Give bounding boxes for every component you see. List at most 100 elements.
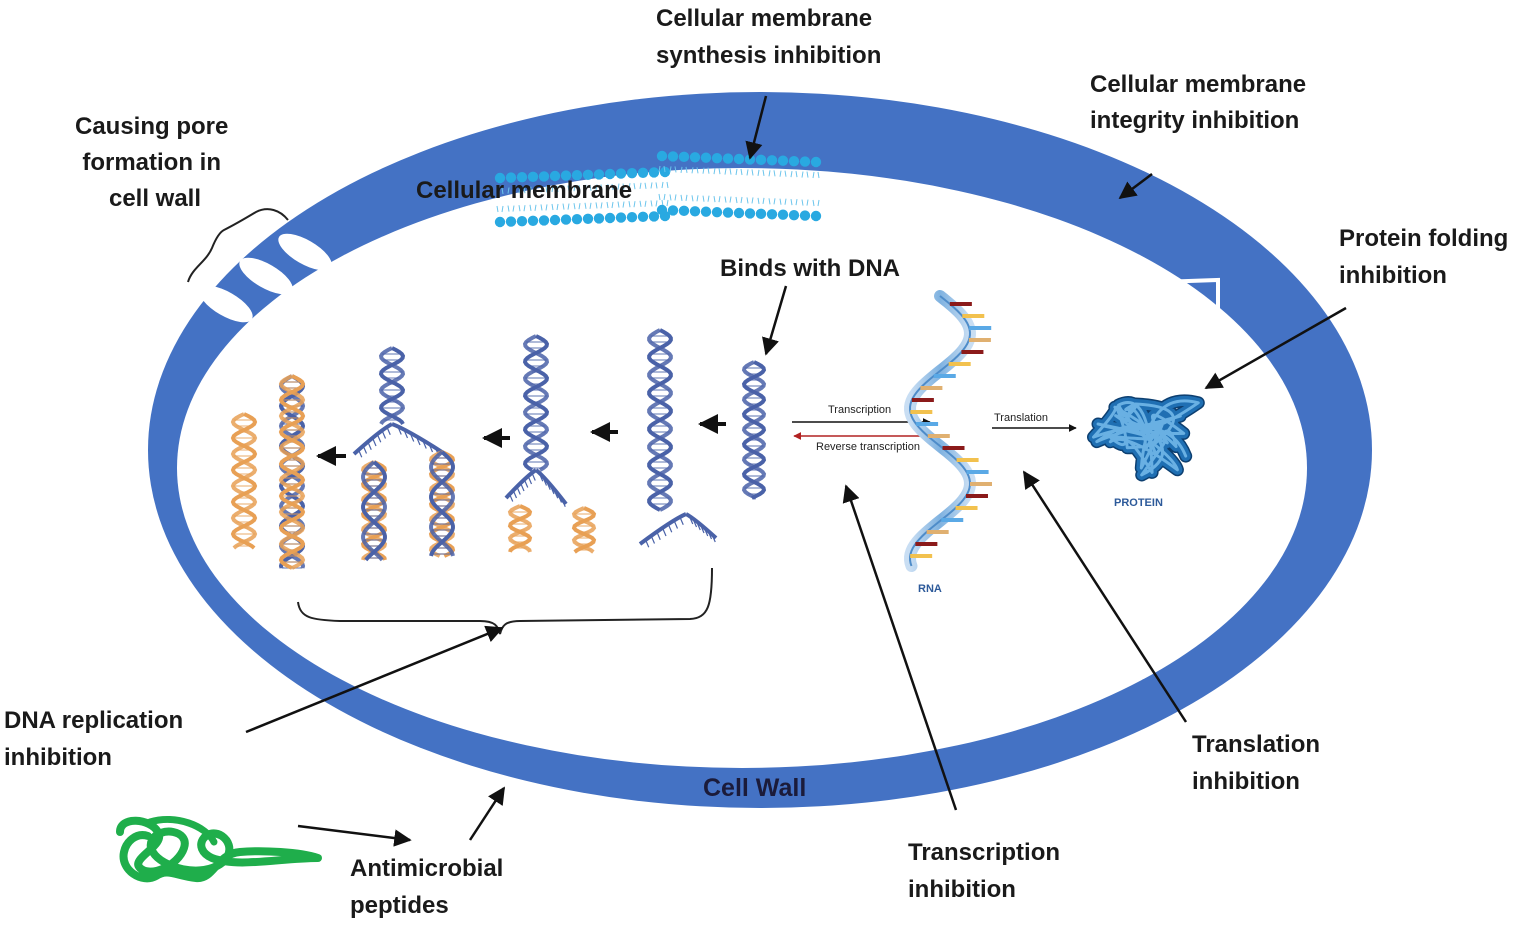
lipid-head [656, 204, 668, 216]
lipid-tail [556, 203, 559, 211]
lipid-tail [757, 197, 760, 204]
dna-fork-tick [704, 528, 709, 537]
dna-fork-arm [638, 512, 687, 546]
lipid-tail [567, 203, 570, 210]
lipid-tail [762, 197, 765, 204]
lipid-tail [696, 195, 699, 202]
dna-fork-tick [416, 437, 421, 446]
dna-backbone [428, 450, 456, 558]
label-transcription-inhibition: Transcription inhibition [908, 839, 1067, 903]
wall-pores [199, 233, 332, 323]
lipid-tail [584, 202, 587, 209]
lipid-tail [507, 205, 510, 212]
lipid-tail [573, 185, 576, 192]
lipid-head [810, 156, 822, 168]
lipid-head [744, 208, 756, 219]
lipid-tail [617, 183, 620, 190]
transcription-arrows: Transcription Reverse transcription [792, 404, 931, 453]
dna-backbone [571, 506, 597, 554]
lipid-head [656, 150, 668, 162]
lipid-tail [806, 199, 809, 206]
dna-fork-tick [386, 427, 391, 435]
lipid-tail [606, 201, 609, 209]
lipid-tail [740, 196, 743, 204]
dna-fork-tick [662, 528, 667, 537]
dna-fork-tick [377, 435, 382, 443]
lipid-head [571, 170, 583, 181]
dna-fork-tick [557, 495, 563, 503]
lipid-tail [779, 198, 782, 205]
label-membrane-integrity: Cellular membrane integrity inhibition [1090, 71, 1313, 134]
lipid-tail [768, 198, 771, 205]
lipid-tail [724, 168, 727, 175]
lipid-head [615, 168, 627, 179]
dna-fork-tick [542, 478, 548, 486]
dna-fork-tick [656, 532, 661, 540]
replication-step-arrows [316, 414, 726, 466]
dna-fork-tick [696, 522, 701, 531]
label-cell-wall: Cell Wall [703, 774, 806, 802]
dna-fork-arm [352, 422, 393, 456]
lipid-tail [674, 194, 677, 201]
lipid-tail [658, 193, 661, 201]
lipid-tail [713, 196, 716, 203]
lipid-tail [795, 199, 798, 206]
lipid-head [711, 206, 723, 218]
lipid-tail [680, 166, 683, 173]
lipid-tail [666, 181, 669, 189]
dna-backbone [428, 450, 456, 558]
dna-fork-tick [367, 442, 372, 450]
dna-fork-tick [397, 427, 402, 435]
arrow-dna-replication [245, 625, 504, 734]
lipid-tail [795, 171, 798, 178]
lipid-head [560, 214, 572, 225]
lipid-head [733, 153, 745, 165]
lipid-tail [817, 171, 820, 179]
lipid-tail [773, 198, 776, 205]
dna-fork-tick [403, 430, 409, 439]
lipid-tail [729, 168, 732, 175]
lipid-tail [718, 196, 721, 203]
label-translation-inhibition: Translation inhibition [1192, 731, 1327, 795]
label-pore-formation: Causing pore formation in cell wall [75, 113, 235, 212]
antimicrobial-peptide-icon [116, 815, 322, 883]
dna-backbone [378, 346, 406, 425]
lipid-head [582, 213, 594, 224]
lipid-tail [784, 198, 787, 205]
lipid-head [593, 213, 605, 224]
lipid-tail [556, 185, 559, 193]
lipid-head [615, 212, 627, 223]
lipid-head [678, 151, 690, 163]
lipid-tail [529, 204, 532, 211]
arrow-peptide-to-wall [468, 786, 506, 841]
lipid-head [648, 211, 660, 222]
lipid-tail [545, 204, 548, 211]
lipid-head [799, 156, 811, 167]
lipid-head [722, 207, 734, 218]
transcription-text: Transcription [828, 404, 891, 416]
protein-text: PROTEIN [1114, 497, 1163, 509]
lipid-tail [512, 205, 515, 212]
dna-backbone [507, 504, 533, 553]
arrow-membrane-integrity [1118, 173, 1153, 200]
arrow-translation [1022, 470, 1188, 723]
lipid-tail [628, 183, 631, 190]
lipid-tail [545, 186, 548, 193]
lipid-tail [578, 185, 581, 192]
lipid-head [722, 153, 734, 164]
dna-backbone [230, 412, 258, 550]
lipid-tail [680, 194, 683, 201]
dna-fork-tick [372, 438, 377, 447]
lipid-tail [801, 199, 804, 206]
lipid-tail [655, 182, 658, 189]
reverse-transcription-text: Reverse transcription [816, 441, 920, 453]
lipid-tail [540, 186, 543, 193]
lipid-tail [702, 167, 705, 174]
lipid-tail [751, 197, 754, 204]
lipid-head [626, 212, 638, 223]
rna-backbone-edge [909, 295, 971, 567]
dna-fork-tick [539, 474, 544, 482]
lipid-tail [751, 169, 754, 176]
lipid-tail [633, 201, 636, 208]
lipid-tail [661, 181, 664, 189]
